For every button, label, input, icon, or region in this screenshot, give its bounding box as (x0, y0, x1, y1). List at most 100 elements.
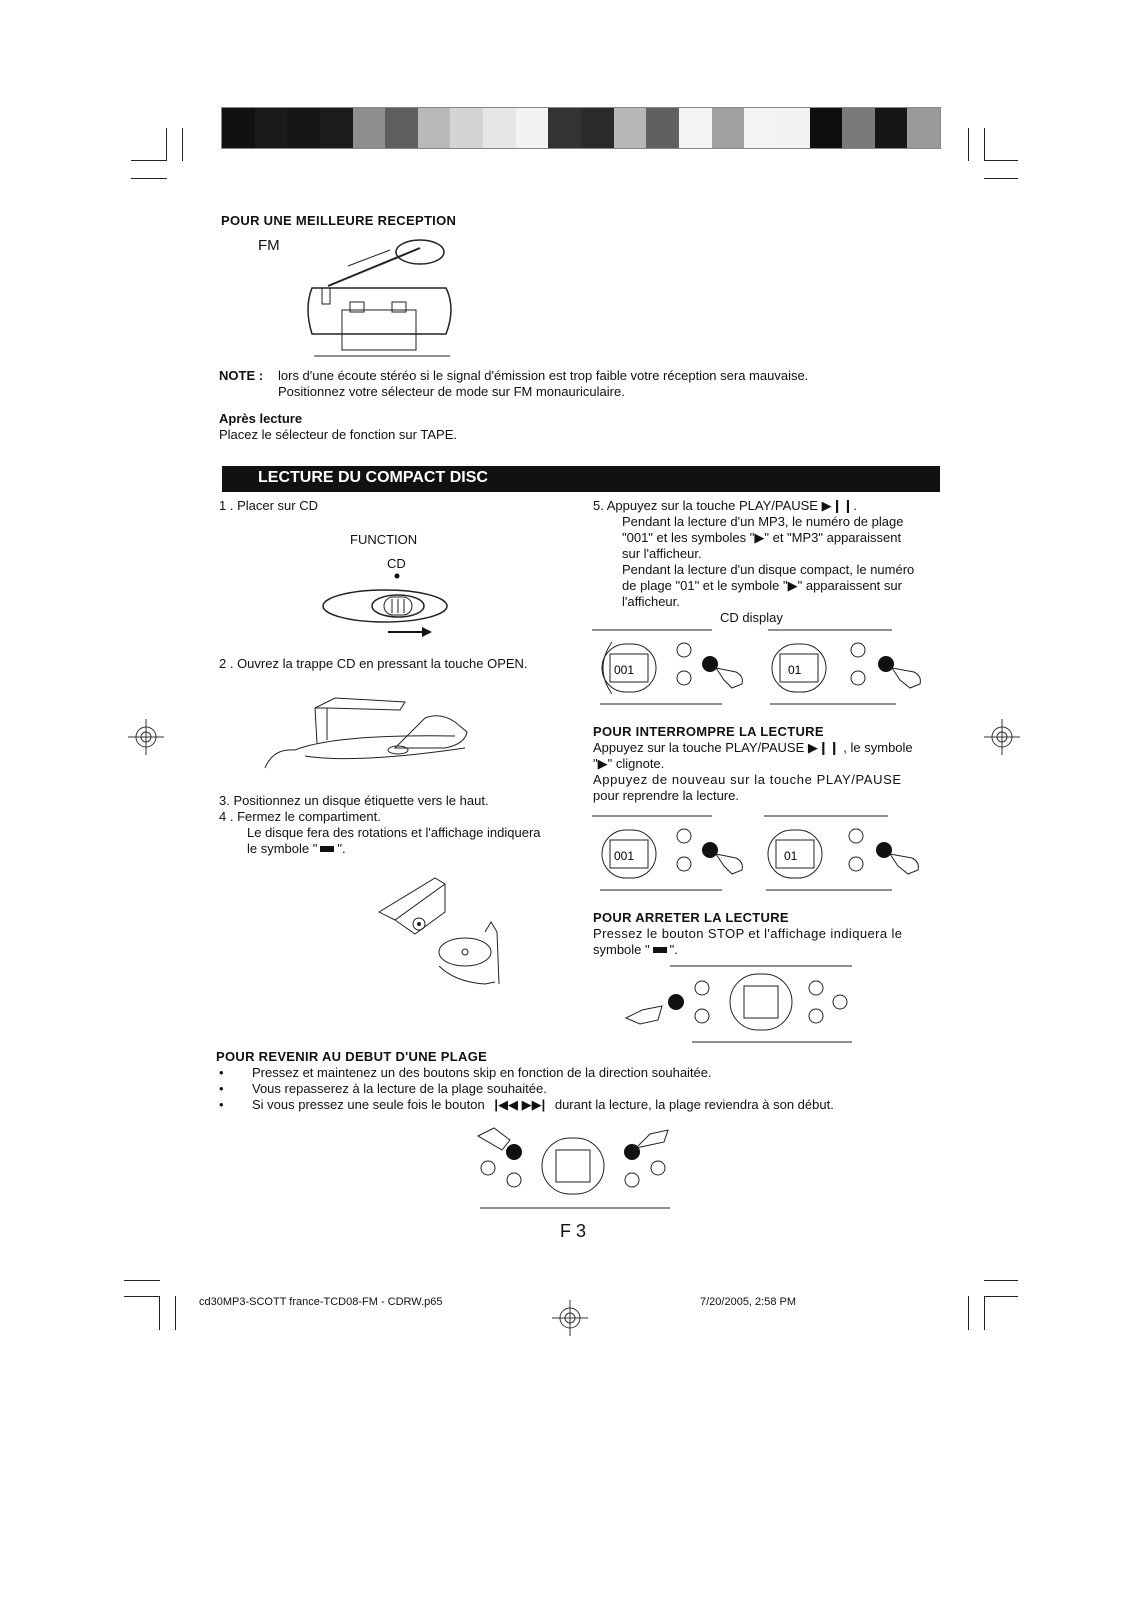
display-readout: 001 (614, 663, 634, 677)
stop-line-2-post: ". (669, 942, 678, 957)
note-line-2: Positionnez votre sélecteur de mode sur … (278, 384, 625, 399)
cd-line-2: de plage "01" et le symbole "▶" apparais… (622, 578, 902, 594)
color-swatch (483, 108, 516, 148)
crop-mark (131, 178, 167, 179)
color-swatch (548, 108, 582, 148)
step-1: 1 . Placer sur CD (219, 498, 318, 513)
pause-line-2-post: " clignote. (607, 756, 665, 771)
skip-line-3-post: durant la lecture, la plage reviendra à … (554, 1097, 834, 1112)
color-swatch (319, 108, 353, 148)
pause-line-1-pre: Appuyez sur la touche PLAY/PAUSE (593, 740, 805, 755)
pause-line-3: Appuyez de nouveau sur la touche PLAY/PA… (593, 772, 902, 787)
page-number: F 3 (560, 1221, 587, 1241)
color-swatch (907, 108, 941, 148)
color-swatch (352, 108, 386, 148)
note-line-1: lors d'une écoute stéréo si le signal d'… (278, 368, 809, 383)
cd-line-2-post: " apparaissent sur (797, 578, 902, 593)
cd-open-illustration (264, 697, 468, 769)
color-swatch (254, 108, 288, 148)
stop-line-2-pre: symbole " (593, 942, 650, 957)
section-banner: LECTURE DU COMPACT DISC (222, 466, 940, 492)
registration-color-bar (221, 107, 941, 149)
color-swatch (809, 108, 843, 148)
crop-mark (175, 1296, 176, 1330)
color-swatch (287, 108, 320, 148)
section-banner-title: LECTURE DU COMPACT DISC (258, 469, 488, 486)
step-5-post: . (853, 498, 858, 513)
skip-line-3-pre: Si vous pressez une seule fois le bouton (252, 1097, 485, 1112)
mp3-display-panel: 001 (592, 629, 743, 705)
cd-line-1: Pendant la lecture d'un disque compact, … (622, 562, 915, 577)
footer-date: 7/20/2005, 2:58 PM (700, 1296, 797, 1308)
play-icon: ▶ (597, 756, 608, 771)
display-readout: 01 (788, 663, 802, 677)
crop-mark (131, 160, 167, 161)
registration-target (128, 719, 164, 755)
stop-line-2: symbole " ". (593, 942, 678, 958)
pause-line-4: pour reprendre la lecture. (593, 788, 739, 803)
stop-square-icon (652, 947, 667, 953)
skip-line-1: Pressez et maintenez un des boutons skip… (252, 1065, 712, 1080)
after-reading-text: Placez le sélecteur de fonction sur TAPE… (219, 427, 457, 442)
color-swatch (678, 108, 712, 148)
display-readout: 001 (614, 849, 634, 863)
mp3-line-2-pre: "001" et les symboles " (622, 530, 755, 545)
pause-line-1-post: , le symbole (843, 740, 913, 755)
skip-buttons-illustration (476, 1127, 670, 1209)
play-icon: ▶ (754, 530, 765, 545)
mp3-line-2: "001" et les symboles "▶" et "MP3" appar… (622, 530, 901, 546)
crop-mark (166, 128, 167, 161)
cd-label: CD (387, 556, 406, 571)
color-swatch (581, 108, 614, 148)
cd-line-2-pre: de plage "01" et le symbole " (622, 578, 788, 593)
pause-heading: POUR INTERROMPRE LA LECTURE (593, 724, 824, 739)
color-swatch (222, 108, 255, 148)
note-label: NOTE : (219, 368, 264, 383)
step-2: 2 . Ouvrez la trappe CD en pressant la t… (219, 656, 528, 671)
stop-square-icon (320, 846, 335, 852)
pause-display-panel-mp3: 001 (592, 815, 743, 891)
crop-mark (984, 1296, 1018, 1297)
stop-heading: POUR ARRETER LA LECTURE (593, 910, 789, 925)
skip-line-3: Si vous pressez une seule fois le bouton… (252, 1097, 834, 1113)
function-switch-illustration (322, 573, 448, 637)
mp3-line-1: Pendant la lecture d'un MP3, le numéro d… (622, 514, 904, 529)
cd-line-3: l'afficheur. (622, 594, 680, 609)
crop-mark (159, 1296, 160, 1330)
bullet: • (219, 1097, 224, 1112)
pause-line-1: Appuyez sur la touche PLAY/PAUSE ▶❙❙ , l… (593, 740, 913, 756)
step-4-symbol-line: le symbole "". (247, 841, 346, 857)
play-pause-icon: ▶❙❙ (807, 740, 840, 755)
after-reading-heading: Après lecture (219, 411, 303, 426)
stop-button-illustration (624, 965, 852, 1043)
color-swatch (711, 108, 745, 148)
color-swatch (744, 108, 777, 148)
step-5-text: 5. Appuyez sur la touche PLAY/PAUSE (593, 498, 818, 513)
cd-display-label: CD display (720, 610, 783, 625)
color-swatch (450, 108, 484, 148)
skip-line-2: Vous repasserez à la lecture de la plage… (252, 1081, 547, 1096)
color-swatch (613, 108, 647, 148)
step-5-line: 5. Appuyez sur la touche PLAY/PAUSE ▶❙❙. (593, 498, 857, 514)
skip-buttons-icon: |◀◀ ▶▶| (494, 1097, 546, 1112)
crop-mark (984, 178, 1018, 179)
bullet: • (219, 1081, 224, 1096)
registration-target (984, 719, 1020, 755)
skip-heading: POUR REVENIR AU DEBUT D'UNE PLAGE (216, 1049, 488, 1064)
radio-antenna-illustration (307, 239, 452, 357)
color-swatch (874, 108, 908, 148)
step-4-detail: Le disque fera des rotations et l'affich… (247, 825, 541, 840)
pause-line-2-pre: " (593, 756, 598, 771)
step-4-symbol-pre: le symbole " (247, 841, 318, 856)
bullet: • (219, 1065, 224, 1080)
mp3-line-2-post: " et "MP3" apparaissent (764, 530, 902, 545)
cd-display-panel: 01 (768, 629, 921, 705)
mp3-line-3: sur l'afficheur. (622, 546, 702, 561)
fm-label: FM (258, 237, 280, 254)
crop-mark (984, 1280, 1018, 1281)
pause-display-panel-cd: 01 (764, 815, 919, 891)
color-swatch (842, 108, 875, 148)
reception-heading: POUR UNE MEILLEURE RECEPTION (221, 213, 457, 228)
step-3: 3. Positionnez un disque étiquette vers … (219, 793, 489, 808)
color-swatch (646, 108, 679, 148)
